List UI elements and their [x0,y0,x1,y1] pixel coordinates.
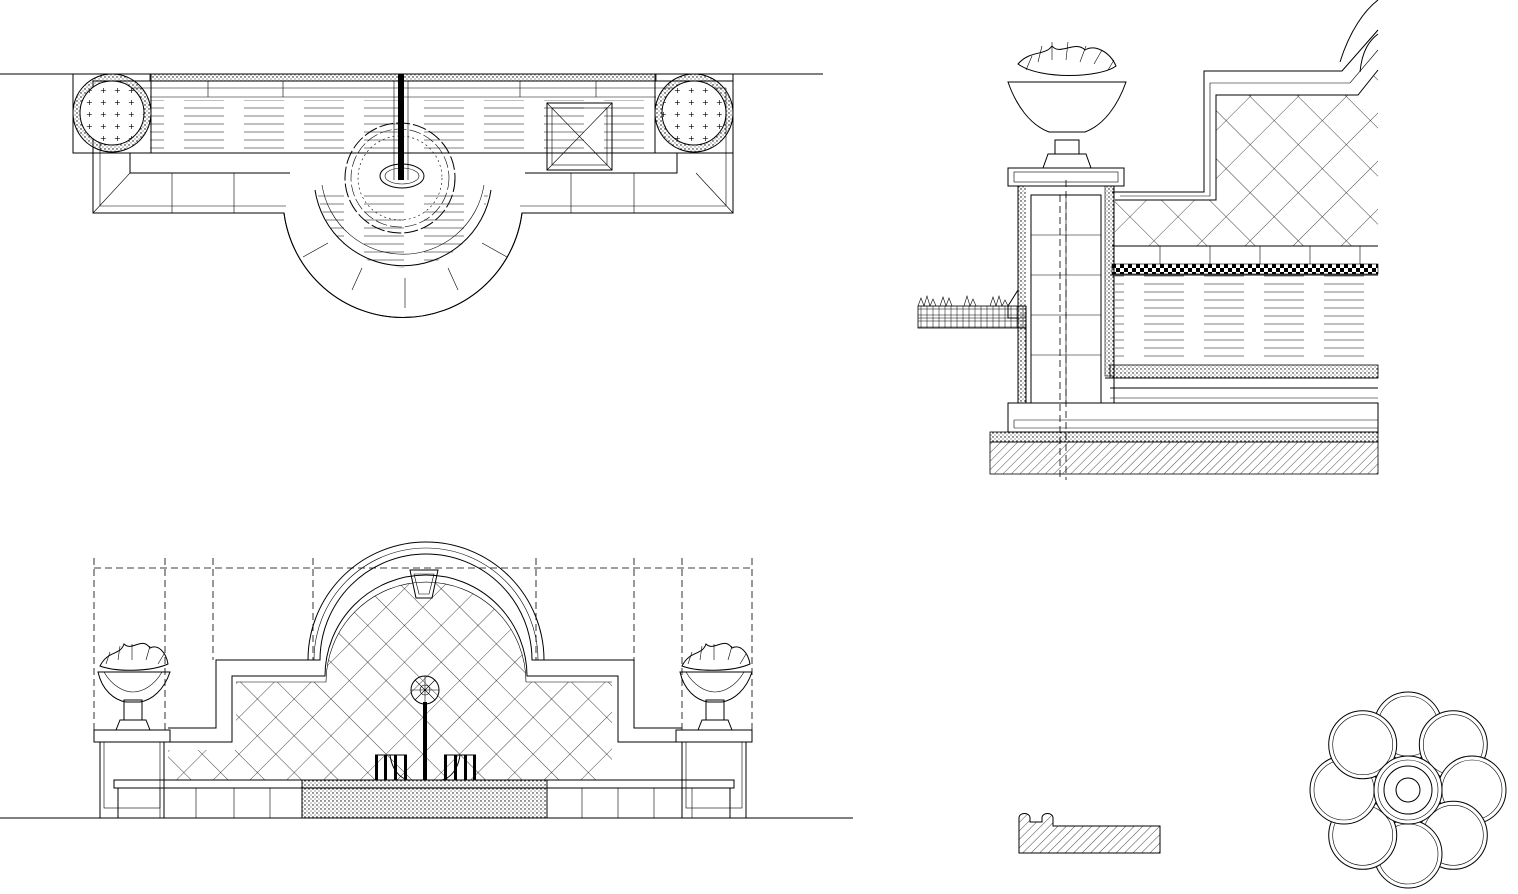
elevation-arch [307,541,545,661]
flower-center [1395,777,1421,803]
flower-basin-detail [1309,691,1507,889]
section-footing [1007,402,1379,433]
plan-view [0,73,823,319]
section-feature-wall-tile [1115,70,1378,246]
elevation-view [0,541,853,819]
section-mosaic-band [1111,263,1379,275]
section-water [1115,275,1378,363]
coping-profile-detail [1018,813,1161,854]
elevation-backdrop-guides [93,558,753,730]
elevation-diamond-tile-wall [168,582,612,780]
section-pool-floor [1109,364,1379,379]
section-gravel-layer [989,431,1379,443]
plan-drain-box [546,102,613,171]
flower-petal [1328,710,1398,780]
section-view [917,0,1379,480]
flower-center [1377,759,1439,821]
section-left-paving [917,305,1027,329]
flower-center [1383,765,1433,815]
section-soil-layer [989,441,1379,475]
elevation-fountain-sculpture [375,675,476,781]
section-urn [1007,41,1127,169]
elevation-left-pier [93,642,171,819]
elevation-right-pier [675,642,753,819]
plan-spout [398,74,404,180]
elevation-basin [301,779,548,819]
elevation-wall-outline [168,553,682,729]
plan-basin-arc [283,212,523,319]
elevation-keystone [409,569,439,599]
flower-petal [1332,714,1393,776]
